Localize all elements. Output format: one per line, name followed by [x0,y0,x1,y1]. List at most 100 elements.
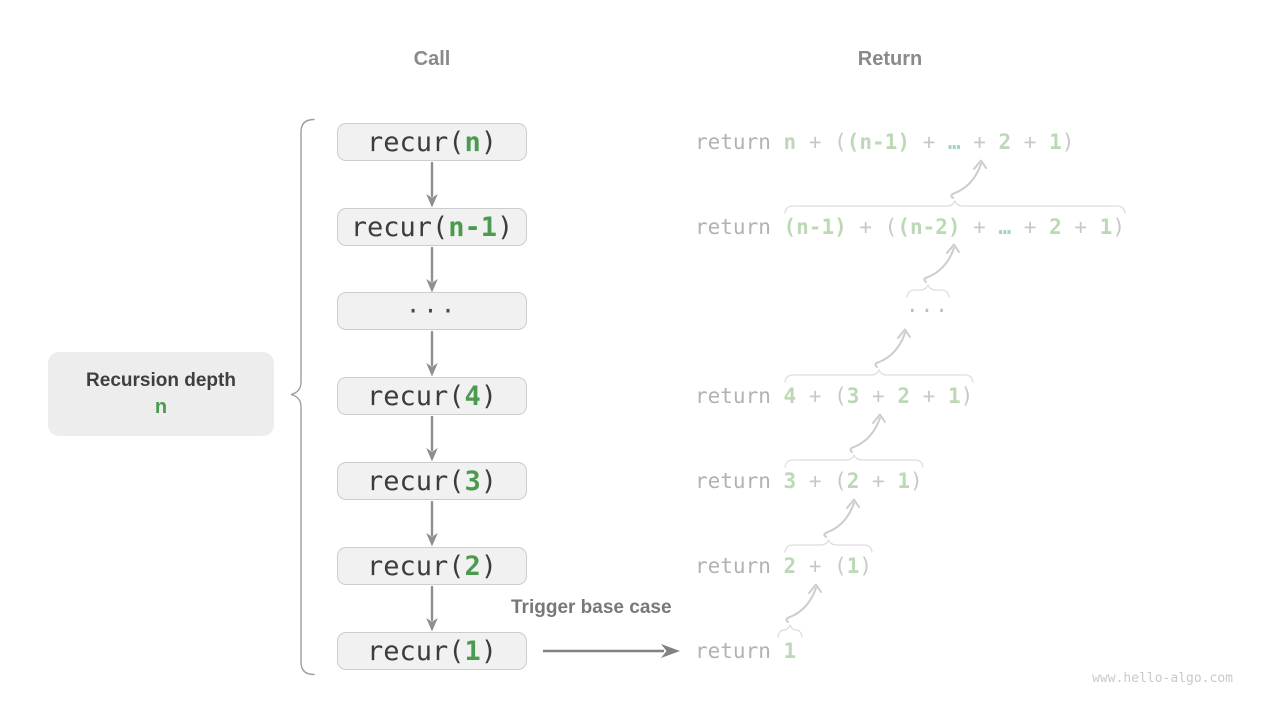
code-token: 2 [1049,215,1062,239]
code-token: 2 [998,130,1012,154]
return-overbrace [783,369,974,383]
return-row: return 2 + (1) [695,553,872,579]
call-column-header: Call [413,48,451,70]
code-token: + [859,469,898,493]
return-overbrace [783,539,873,553]
return-row: return 3 + (2 + 1) [695,468,923,494]
code-token: + ( [796,469,847,493]
code-token: ) [480,380,498,412]
recursion-depth-text: Recursion depth [86,369,236,391]
call-down-arrow-icon [426,586,438,632]
code-token: 1 [783,639,797,663]
call-down-arrow-icon [426,416,438,462]
code-token: ) [497,211,514,243]
recursion-depth-brace [290,118,315,676]
call-stack-box: recur(n) [337,123,527,161]
code-token: 1 [846,554,860,578]
call-stack-box: recur(2) [337,547,527,585]
return-expression: ··· [906,299,950,323]
code-token: recur( [366,635,465,667]
code-token: 1 [464,635,481,667]
return-up-arrow-icon [823,498,861,538]
return-row: return (n-1) + ((n-2) + … + 2 + 1) [695,214,1125,240]
call-down-arrow-icon [426,247,438,293]
call-stack-box: recur(n-1) [337,208,527,246]
code-token: + [1011,215,1050,239]
return-row: return 4 + (3 + 2 + 1) [695,383,973,409]
code-token: 1 [947,384,961,408]
return-row: return n + ((n-1) + … + 2 + 1) [695,129,1074,155]
trigger-base-case-label: Trigger base case [511,597,672,618]
return-keyword: return [695,215,784,239]
code-token: + ( [796,130,847,154]
code-token: 1 [1099,215,1113,239]
call-stack-box: recur(1) [337,632,527,670]
recursion-depth-value: n [154,395,168,418]
code-token: + [1011,130,1050,154]
code-token: recur( [366,126,465,158]
return-up-arrow-icon [949,159,987,199]
return-expression: 1 [784,639,797,663]
code-token: n [464,126,481,158]
code-token: (n-2) [897,215,961,239]
code-token: 4 [783,384,797,408]
return-expression: 3 + (2 + 1) [784,469,923,493]
code-token: … [947,130,961,154]
code-token: ) [480,126,498,158]
return-row: return 1 [695,638,796,664]
return-overbrace [783,454,924,468]
code-token: ) [960,384,974,408]
watermark: www.hello-algo.com [1092,671,1233,686]
code-token: ) [910,469,923,493]
code-token: + [960,130,999,154]
call-stack-box: recur(4) [337,377,527,415]
code-token: ) [1112,215,1125,239]
code-token: 3 [783,469,797,493]
code-token: … [998,215,1012,239]
code-token: recur( [350,211,449,243]
call-down-arrow-icon [426,162,438,208]
trigger-base-case-arrow-icon [543,644,680,658]
return-keyword: return [695,384,784,408]
return-up-arrow-icon [923,243,960,283]
return-row: ··· [906,298,950,324]
code-token: ) [480,465,498,497]
code-token: + ( [846,215,898,239]
call-stack-box: ··· [337,292,527,330]
code-token: ) [1061,130,1075,154]
code-token: ) [859,554,873,578]
code-token: + [859,384,898,408]
code-token: 2 [846,469,860,493]
return-expression: (n-1) + ((n-2) + … + 2 + 1) [784,215,1125,239]
return-keyword: return [695,130,784,154]
code-token: 2 [897,384,910,408]
code-token: recur( [366,465,465,497]
code-token: ··· [405,297,459,325]
return-overbrace [906,284,950,298]
return-expression: n + ((n-1) + … + 2 + 1) [784,130,1075,154]
code-token: + [910,384,948,408]
code-token: (n-1) [846,130,910,154]
code-token: 3 [464,465,481,497]
return-keyword: return [695,469,784,493]
code-token: recur( [366,380,465,412]
code-token: + ( [796,554,847,578]
code-token: (n-1) [783,215,847,239]
return-keyword: return [695,554,784,578]
code-token: ··· [906,299,950,323]
return-up-arrow-icon [785,583,823,623]
code-token: 1 [897,469,910,493]
return-overbrace [783,200,1126,214]
code-token: recur( [366,550,465,582]
code-token: 2 [464,550,481,582]
code-token: ) [480,635,498,667]
code-token: 3 [846,384,860,408]
code-token: ) [480,550,498,582]
call-stack-box: recur(3) [337,462,527,500]
return-up-arrow-icon [848,413,886,453]
return-column-header: Return [857,48,923,70]
code-token: + [909,130,948,154]
code-token: n [783,130,797,154]
code-token: 2 [783,554,797,578]
return-up-arrow-icon [873,328,911,368]
